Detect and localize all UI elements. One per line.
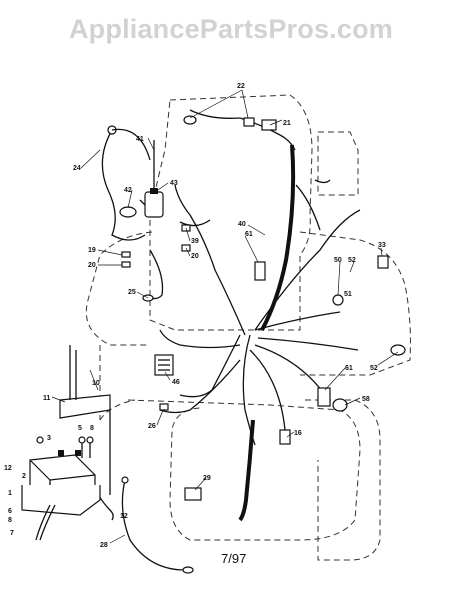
part-42 — [119, 206, 137, 218]
date-code: 7/97 — [221, 551, 247, 566]
callout-43: 43 — [170, 180, 178, 187]
clip-26 — [159, 403, 169, 411]
callout-39: 39 — [191, 238, 199, 245]
callout-12a: 12 — [4, 465, 12, 472]
callout-11: 11 — [43, 395, 51, 402]
cable-25 — [142, 249, 164, 302]
callout-20a: 20 — [191, 253, 199, 260]
connector-21 — [261, 119, 277, 131]
callout-5: 5 — [78, 425, 82, 432]
fasteners-19-20 — [121, 251, 131, 268]
callout-8: 8 — [90, 425, 94, 432]
callout-51: 51 — [344, 291, 352, 298]
callout-46: 46 — [172, 379, 180, 386]
callout-61: 61 — [245, 231, 253, 238]
callout-10: 10 — [92, 380, 100, 387]
connector-33 — [377, 255, 389, 269]
switch-29 — [184, 487, 202, 501]
callout-52: 52 — [348, 257, 356, 264]
key-switch-22 — [183, 115, 255, 127]
callout-numbers: 22 21 24 41 42 43 40 61 39 20 19 20 25 5… — [4, 83, 386, 549]
fasteners-8-10 — [36, 436, 94, 458]
callout-58: 58 — [362, 396, 370, 403]
fuse-58 — [332, 398, 348, 412]
callout-20b: 20 — [88, 262, 96, 269]
callout-40: 40 — [238, 221, 246, 228]
switch-16 — [279, 429, 291, 445]
callout-1: 1 — [8, 490, 12, 497]
callout-3: 3 — [47, 435, 51, 442]
callout-7: 7 — [10, 530, 14, 537]
callout-12b: 12 — [120, 513, 128, 520]
callout-8b: 8 — [8, 517, 12, 524]
leader-lines — [51, 89, 399, 544]
wire-24 — [101, 125, 151, 241]
callout-16: 16 — [294, 430, 302, 437]
callout-52b: 52 — [370, 365, 378, 372]
callout-33: 33 — [378, 242, 386, 249]
callout-26: 26 — [148, 423, 156, 430]
callout-25: 25 — [128, 289, 136, 296]
solenoid-43 — [139, 140, 164, 218]
cable-28 — [121, 476, 194, 574]
wire-harness — [159, 109, 361, 522]
callout-19: 19 — [88, 247, 96, 254]
callout-50: 50 — [334, 257, 342, 264]
callout-61b: 61 — [345, 365, 353, 372]
callout-2: 2 — [22, 473, 26, 480]
callout-6: 6 — [8, 508, 12, 515]
switch-51 — [254, 261, 266, 281]
watermark: AppliancePartsPros.com — [68, 14, 393, 44]
module-46 — [154, 354, 174, 376]
callout-21: 21 — [283, 120, 291, 127]
relay-61 — [317, 387, 331, 407]
callout-28: 28 — [100, 542, 108, 549]
callout-29: 29 — [203, 475, 211, 482]
callout-42: 42 — [124, 187, 132, 194]
callout-22: 22 — [237, 83, 245, 90]
callout-41: 41 — [136, 136, 144, 143]
battery-cables — [35, 504, 56, 541]
connector-50 — [332, 294, 344, 306]
connector-52 — [390, 344, 406, 356]
battery-tray — [21, 345, 111, 516]
callout-24: 24 — [73, 165, 81, 172]
